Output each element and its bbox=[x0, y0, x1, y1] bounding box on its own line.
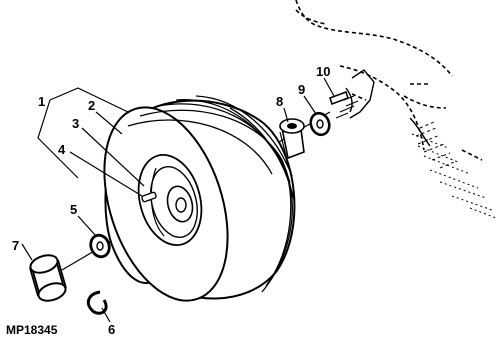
callout-4: 4 bbox=[58, 142, 66, 157]
valve-stem bbox=[141, 191, 157, 203]
callout-3: 3 bbox=[72, 116, 79, 131]
washer-9 bbox=[309, 111, 331, 137]
leader-lines bbox=[21, 77, 335, 323]
frame-shading bbox=[335, 95, 455, 169]
hub-cap bbox=[29, 254, 67, 302]
bushing bbox=[279, 118, 305, 160]
figure-reference: MP18345 bbox=[6, 323, 58, 337]
tire-tread-grooves bbox=[127, 95, 295, 293]
vehicle-body-outline bbox=[295, 0, 483, 161]
callout-6: 6 bbox=[108, 322, 115, 337]
callout-2: 2 bbox=[88, 98, 95, 113]
callout-8: 8 bbox=[276, 94, 283, 109]
callout-9: 9 bbox=[298, 82, 305, 97]
axle-mount-bracket bbox=[345, 69, 431, 147]
callout-10: 10 bbox=[316, 64, 330, 79]
callout-7: 7 bbox=[12, 238, 19, 253]
wheel-rim bbox=[137, 153, 203, 247]
callout-5: 5 bbox=[70, 202, 77, 217]
callout-1: 1 bbox=[38, 94, 45, 109]
ground-hatching bbox=[411, 133, 497, 219]
retaining-ring bbox=[86, 290, 108, 315]
pin-10 bbox=[329, 91, 349, 105]
